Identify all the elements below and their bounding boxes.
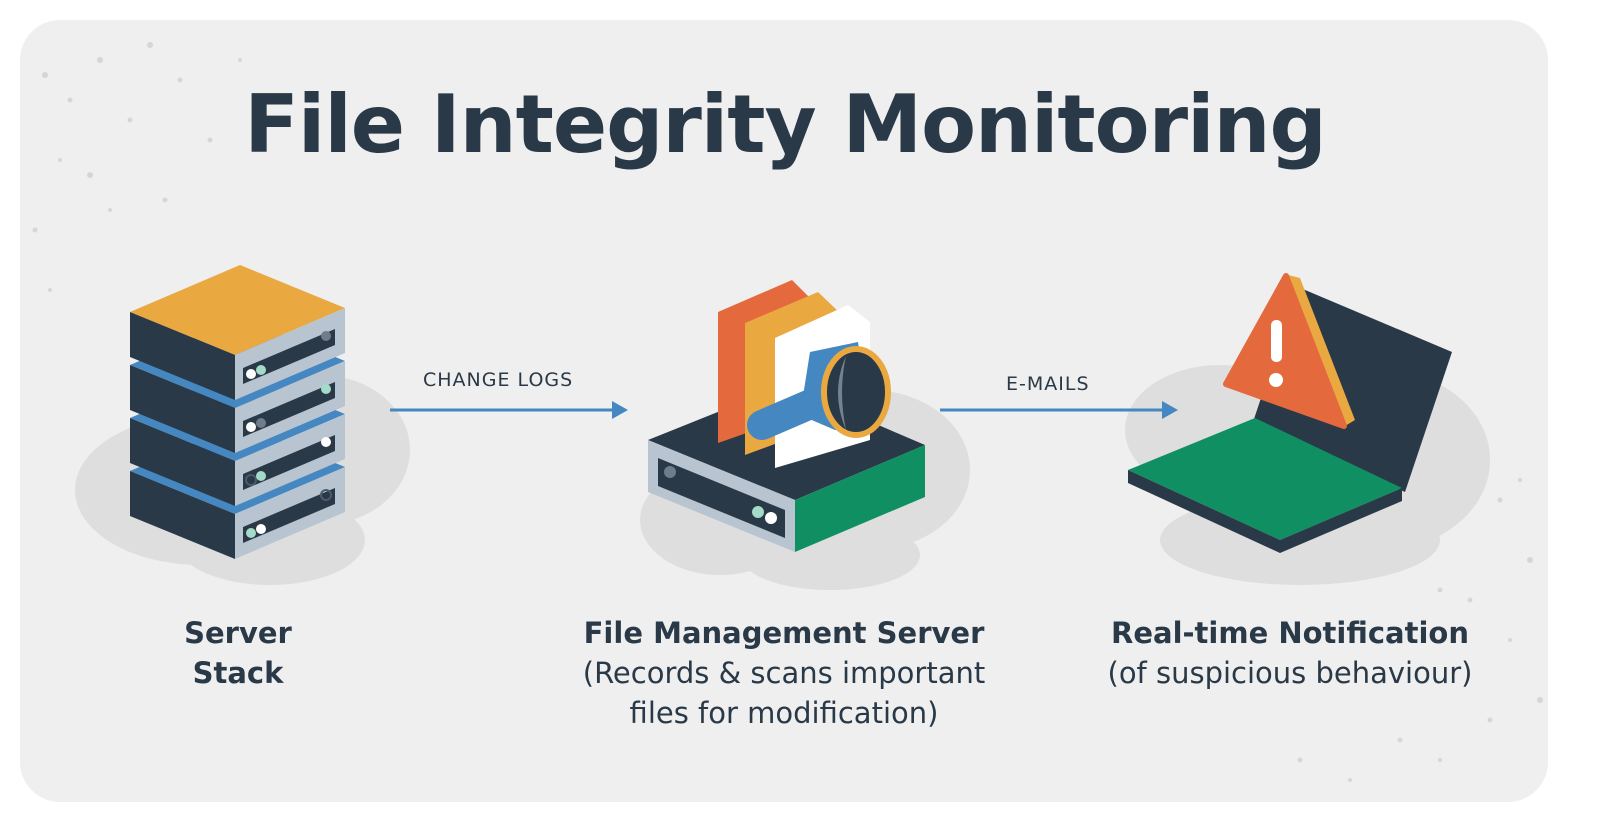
page-title: File Integrity Monitoring xyxy=(244,78,1326,171)
arrow-label-change-logs: CHANGE LOGS xyxy=(423,369,574,391)
label-file-management-title: File Management Server xyxy=(583,616,985,650)
label-server-stack: Server Stack xyxy=(88,613,388,693)
label-file-management-desc1: (Records & scans important xyxy=(582,656,986,690)
laptop-alert-icon xyxy=(1128,273,1452,553)
label-server-stack-line1: Server xyxy=(184,616,292,650)
server-stack-icon xyxy=(130,265,345,559)
arrow-label-emails: E-MAILS xyxy=(1006,373,1090,395)
arrow-change-logs xyxy=(390,401,628,419)
label-server-stack-line2: Stack xyxy=(192,656,284,690)
label-file-management-desc2: files for modification) xyxy=(629,696,939,730)
file-server-icon xyxy=(648,280,925,552)
label-file-management-server: File Management Server (Records & scans … xyxy=(534,613,1034,733)
label-notification-title: Real-time Notification xyxy=(1111,616,1469,650)
speckle-dots xyxy=(32,42,1543,782)
label-realtime-notification: Real-time Notification (of suspicious be… xyxy=(1040,613,1540,693)
warning-icon xyxy=(1223,273,1355,429)
magnifier-icon xyxy=(747,342,891,440)
arrow-emails xyxy=(940,401,1178,419)
label-notification-desc: (of suspicious behaviour) xyxy=(1107,656,1473,690)
